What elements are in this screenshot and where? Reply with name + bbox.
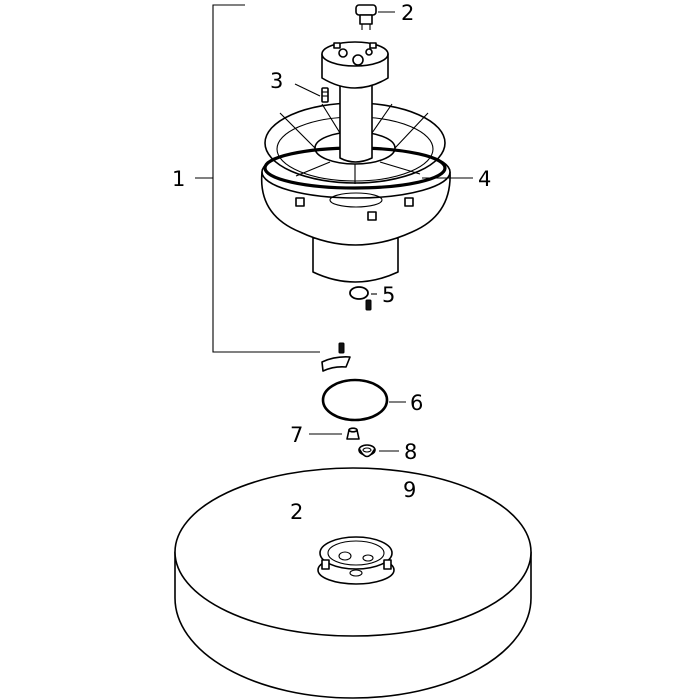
part-5-oring bbox=[349, 286, 372, 311]
callout-6: 6 bbox=[410, 391, 423, 415]
callout-5: 5 bbox=[382, 283, 395, 307]
leader-3 bbox=[294, 83, 321, 97]
part-3-pin bbox=[321, 87, 329, 103]
part-6-oring bbox=[321, 378, 389, 422]
part-8-nozzle bbox=[358, 444, 376, 458]
callout-4: 4 bbox=[478, 167, 491, 191]
callout-9: 9 bbox=[403, 478, 416, 502]
callout-2-bottom: 2 bbox=[290, 500, 303, 524]
part-4-body bbox=[260, 41, 451, 283]
callout-2-top: 2 bbox=[401, 1, 414, 25]
callout-7: 7 bbox=[290, 423, 303, 447]
part-7-insert bbox=[346, 427, 360, 440]
part-2-top-screw bbox=[355, 4, 377, 30]
callout-8: 8 bbox=[404, 440, 417, 464]
retaining-clip bbox=[321, 342, 351, 372]
shower-head-plate bbox=[174, 467, 532, 699]
callout-3: 3 bbox=[270, 69, 283, 93]
callout-1: 1 bbox=[172, 167, 185, 191]
